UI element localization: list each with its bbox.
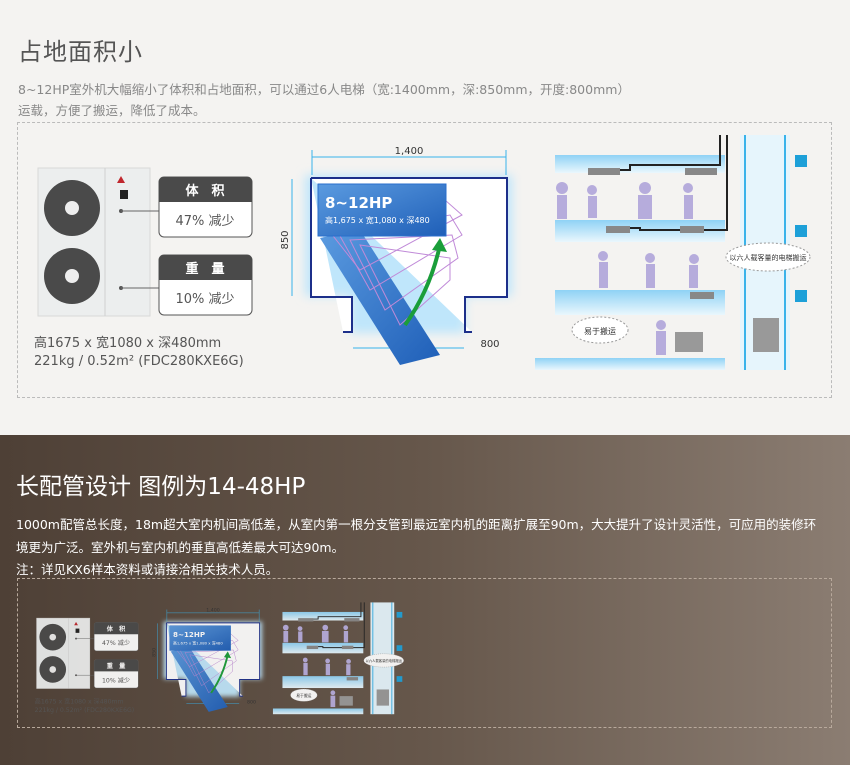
illustration-frame [17,122,832,398]
section-desc-line1: 8~12HP室外机大幅缩小了体积和占地面积，可以通过6人电梯（宽:1400mm，… [18,82,630,97]
section-note: 注：详见KX6样本资料或请接洽相关技术人员。 [16,562,279,577]
outdoor-unit-image [37,167,160,317]
building-section: 易于搬运 以六人载客量的电梯搬运 [535,135,811,370]
plan-width: 1,400 [395,146,424,157]
weight-value: 10% 减少 [175,292,234,307]
illustration-frame [17,578,832,728]
illustration-thumbnail [28,600,418,719]
compact-footprint-section: 占地面积小 8~12HP室外机大幅缩小了体积和占地面积，可以通过6人电梯（宽:1… [17,38,832,398]
volume-label: 体 积 [185,183,224,199]
illustration: 体 积 47% 减少 重 量 10% 减少 高1675 x 宽1080 x 深4… [34,135,811,370]
section-desc-line2: 境更为广泛。室外机与室内机的垂直高低差最大可达90m。 [16,540,345,555]
volume-value: 47% 减少 [175,214,234,229]
weight-label: 重 量 [185,261,224,277]
easy-transport-note: 易于搬运 [584,326,616,336]
section-desc-line2: 运载，方便了搬运，降低了成本。 [18,103,206,118]
section-desc-line1: 1000m配管总长度，18m超大室内机间高低差，从室内第一根分支管到最远室内机的… [16,517,817,532]
long-piping-section: 长配管设计 图例为14-48HP 1000m配管总长度，18m超大室内机间高低差… [0,435,850,765]
unit-spec: 221kg / 0.52m² (FDC280KXE6G) [34,354,244,369]
plan-door: 800 [480,339,499,350]
elevator-note: 以六人载客量的电梯搬运 [730,253,807,262]
plan-depth: 850 [280,230,291,249]
weight-callout: 重 量 10% 减少 [158,254,253,316]
unit-dimensions: 高1675 x 宽1080 x 深480mm [34,335,221,351]
unit-hp-label: 8~12HP [325,194,392,212]
section-title: 长配管设计 图例为14-48HP [16,474,306,500]
section-title: 占地面积小 [18,38,143,66]
elevator-floor-plan: 1,400 850 800 8~12HP 高1,675 x 宽1,080 x 深… [280,146,512,365]
volume-callout: 体 积 47% 减少 [158,176,253,238]
unit-plan-dims: 高1,675 x 宽1,080 x 深480 [325,215,430,225]
